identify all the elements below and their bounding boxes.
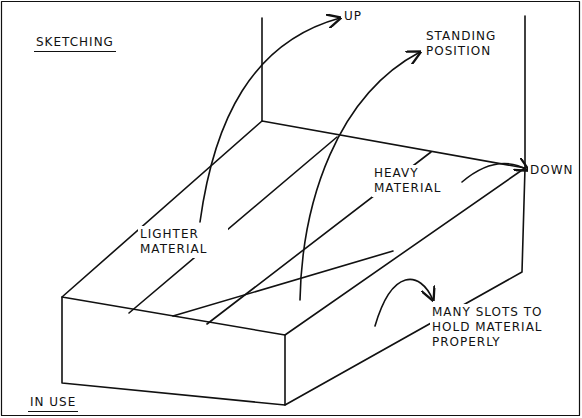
label-slot: SKETCHING (34, 32, 174, 52)
front-face (62, 297, 285, 405)
note-label: DOWN (528, 162, 576, 179)
side-face (285, 168, 525, 405)
label-slot: LIGHTER MATERIAL (138, 226, 228, 258)
label-slot: HEAVY MATERIAL (372, 165, 458, 197)
top-face (62, 121, 525, 335)
label-slot: DOWN (528, 160, 578, 179)
post (524, 16, 526, 168)
note-label: MANY SLOTS TO HOLD MATERIAL PROPERLY (430, 304, 565, 351)
label-slot: STANDING POSITION (424, 28, 524, 60)
label-slot: IN USE (28, 392, 118, 412)
leader-arrow (375, 279, 433, 326)
label-slot: UP (342, 6, 402, 25)
leader-arrow (200, 18, 340, 222)
note-label: HEAVY MATERIAL (372, 165, 458, 197)
slot-line (173, 251, 393, 316)
leader-arrow (462, 164, 528, 182)
note-label: UP (342, 8, 364, 25)
note-label: LIGHTER MATERIAL (138, 226, 228, 258)
note-label: STANDING POSITION (424, 28, 524, 60)
label-slot: MANY SLOTS TO HOLD MATERIAL PROPERLY (430, 304, 565, 351)
sketch-title: SKETCHING (34, 34, 116, 52)
sketch-caption: IN USE (28, 394, 78, 412)
post (261, 18, 263, 121)
slot-line (129, 137, 337, 313)
